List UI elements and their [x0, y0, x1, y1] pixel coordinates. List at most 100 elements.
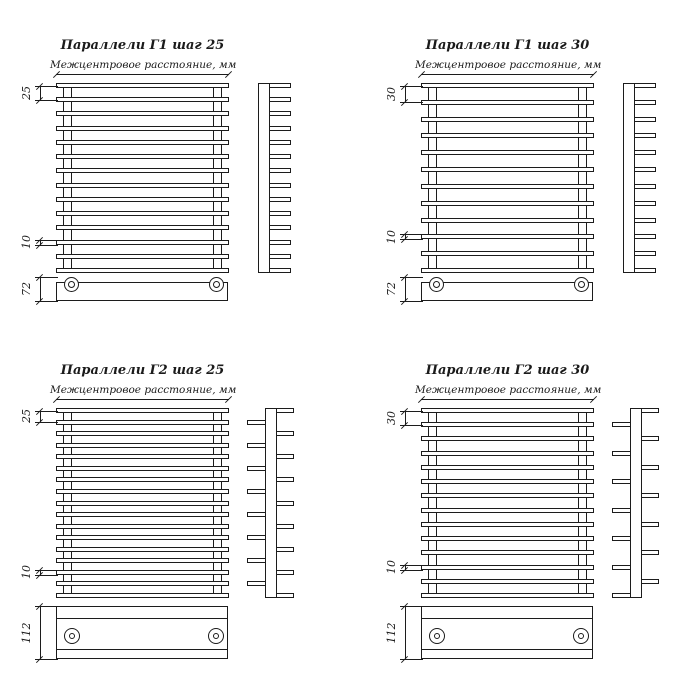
bottom-unit-inner-line: [57, 649, 227, 650]
side-tube-tooth: [269, 111, 291, 117]
tube-bar: [56, 581, 229, 587]
tube-bar: [421, 408, 594, 413]
dimension-extension-line: [35, 99, 58, 101]
side-tube-tooth: [634, 167, 656, 173]
dimension-extension-line: [400, 239, 423, 241]
dimension-tick: [589, 395, 598, 404]
tube-bar: [56, 225, 229, 231]
panel-parallels-g2-step25: Параллели Г2 шаг 25 Межцентровое расстоя…: [20, 361, 340, 673]
side-tube-tooth: [634, 150, 656, 156]
dimension-extension-line: [35, 277, 58, 278]
tube-bar: [421, 268, 594, 273]
gap-dimension-label: 10: [20, 565, 33, 580]
dimension-extension-line: [35, 410, 58, 412]
width-dimension-line: [417, 70, 598, 79]
side-tube-tooth: [276, 569, 294, 575]
side-tube-tooth: [634, 116, 656, 122]
drawing-title: Параллели Г2 шаг 30: [425, 363, 590, 378]
tube-bar: [421, 183, 594, 189]
dimension-extension-line: [35, 301, 58, 302]
side-tube-tooth: [276, 523, 294, 529]
gap-dimension-label: 10: [385, 560, 398, 575]
side-tube-tooth: [634, 268, 656, 273]
side-tube-tooth: [247, 488, 266, 494]
side-tube-tooth: [641, 408, 659, 413]
radiator-front-view: [56, 83, 229, 273]
side-tube-tooth: [247, 558, 266, 564]
tube-bar: [56, 408, 229, 413]
side-tube-tooth: [634, 183, 656, 189]
tube-bar: [421, 450, 594, 456]
side-tube-tooth: [269, 139, 291, 145]
tube-bar: [421, 133, 594, 139]
side-tube-tooth: [247, 581, 266, 587]
dimension-tick: [417, 395, 426, 404]
dimension-extension-line: [400, 277, 423, 278]
tube-bar: [56, 477, 229, 483]
side-tube-tooth: [634, 99, 656, 105]
center-distance-label: Межцентровое расстояние, мм: [415, 384, 602, 396]
dimension-line: [40, 277, 41, 301]
dimension-line: [405, 606, 406, 659]
bottom-unit-body: [421, 606, 593, 659]
tube-bar: [421, 564, 594, 570]
tube-bar: [421, 536, 594, 542]
tube-bar: [56, 500, 229, 506]
side-tube-tooth: [634, 133, 656, 139]
bottom-unit-inner-line: [57, 618, 227, 619]
tube-bar: [421, 479, 594, 485]
tube-bar: [56, 125, 229, 131]
side-tube-tooth: [247, 419, 266, 425]
height-dimension-label: 112: [20, 622, 33, 643]
radiator-side-view: [246, 408, 298, 598]
radiator-side-view: [611, 408, 663, 598]
step-dimension-label: 30: [385, 410, 398, 425]
side-tube-tooth: [269, 83, 291, 88]
dimension-tick: [224, 70, 233, 79]
radiator-side-view: [258, 83, 298, 273]
side-tube-tooth: [269, 253, 291, 259]
side-tube-tooth: [276, 477, 294, 483]
dimension-line: [405, 85, 406, 103]
side-collector: [623, 83, 635, 273]
bottom-unit-body: [421, 282, 593, 301]
side-tube-tooth: [612, 479, 631, 485]
bottom-unit-inner-line: [422, 618, 592, 619]
side-tube-tooth: [269, 268, 291, 273]
side-tube-tooth: [641, 493, 659, 499]
tube-bar: [421, 550, 594, 556]
dimension-extension-line: [35, 85, 58, 87]
side-tube-tooth: [612, 450, 631, 456]
dimension-tick: [417, 70, 426, 79]
side-tube-tooth: [247, 512, 266, 518]
dimension-tick: [224, 395, 233, 404]
dimension-tick: [52, 70, 61, 79]
dimension-line: [405, 277, 406, 301]
tube-bar: [56, 211, 229, 217]
tube-bar: [56, 454, 229, 460]
side-tube-tooth: [247, 465, 266, 471]
tube-bar: [56, 558, 229, 564]
pipe-connection-circle: [208, 628, 224, 644]
side-tube-tooth: [276, 500, 294, 506]
width-dimension-line: [52, 395, 233, 404]
panel-parallels-g2-step30: Параллели Г2 шаг 30 Межцентровое расстоя…: [385, 361, 700, 673]
tube-bar: [56, 154, 229, 160]
pipe-connection-circle: [209, 277, 224, 292]
tube-bar: [56, 512, 229, 518]
tube-bar: [421, 436, 594, 442]
side-tube-tooth: [269, 211, 291, 217]
side-collector: [258, 83, 270, 273]
dimension-extension-line: [35, 422, 58, 424]
side-tube-tooth: [641, 436, 659, 442]
tube-bar: [56, 523, 229, 529]
side-tube-tooth: [634, 200, 656, 206]
bottom-unit-body: [56, 282, 228, 301]
dimension-line: [40, 606, 41, 659]
tube-bar: [421, 422, 594, 428]
tube-bar: [56, 535, 229, 541]
tube-bar: [421, 507, 594, 513]
tube-bar: [421, 234, 594, 240]
side-tube-tooth: [276, 454, 294, 460]
dimension-line: [40, 410, 41, 423]
